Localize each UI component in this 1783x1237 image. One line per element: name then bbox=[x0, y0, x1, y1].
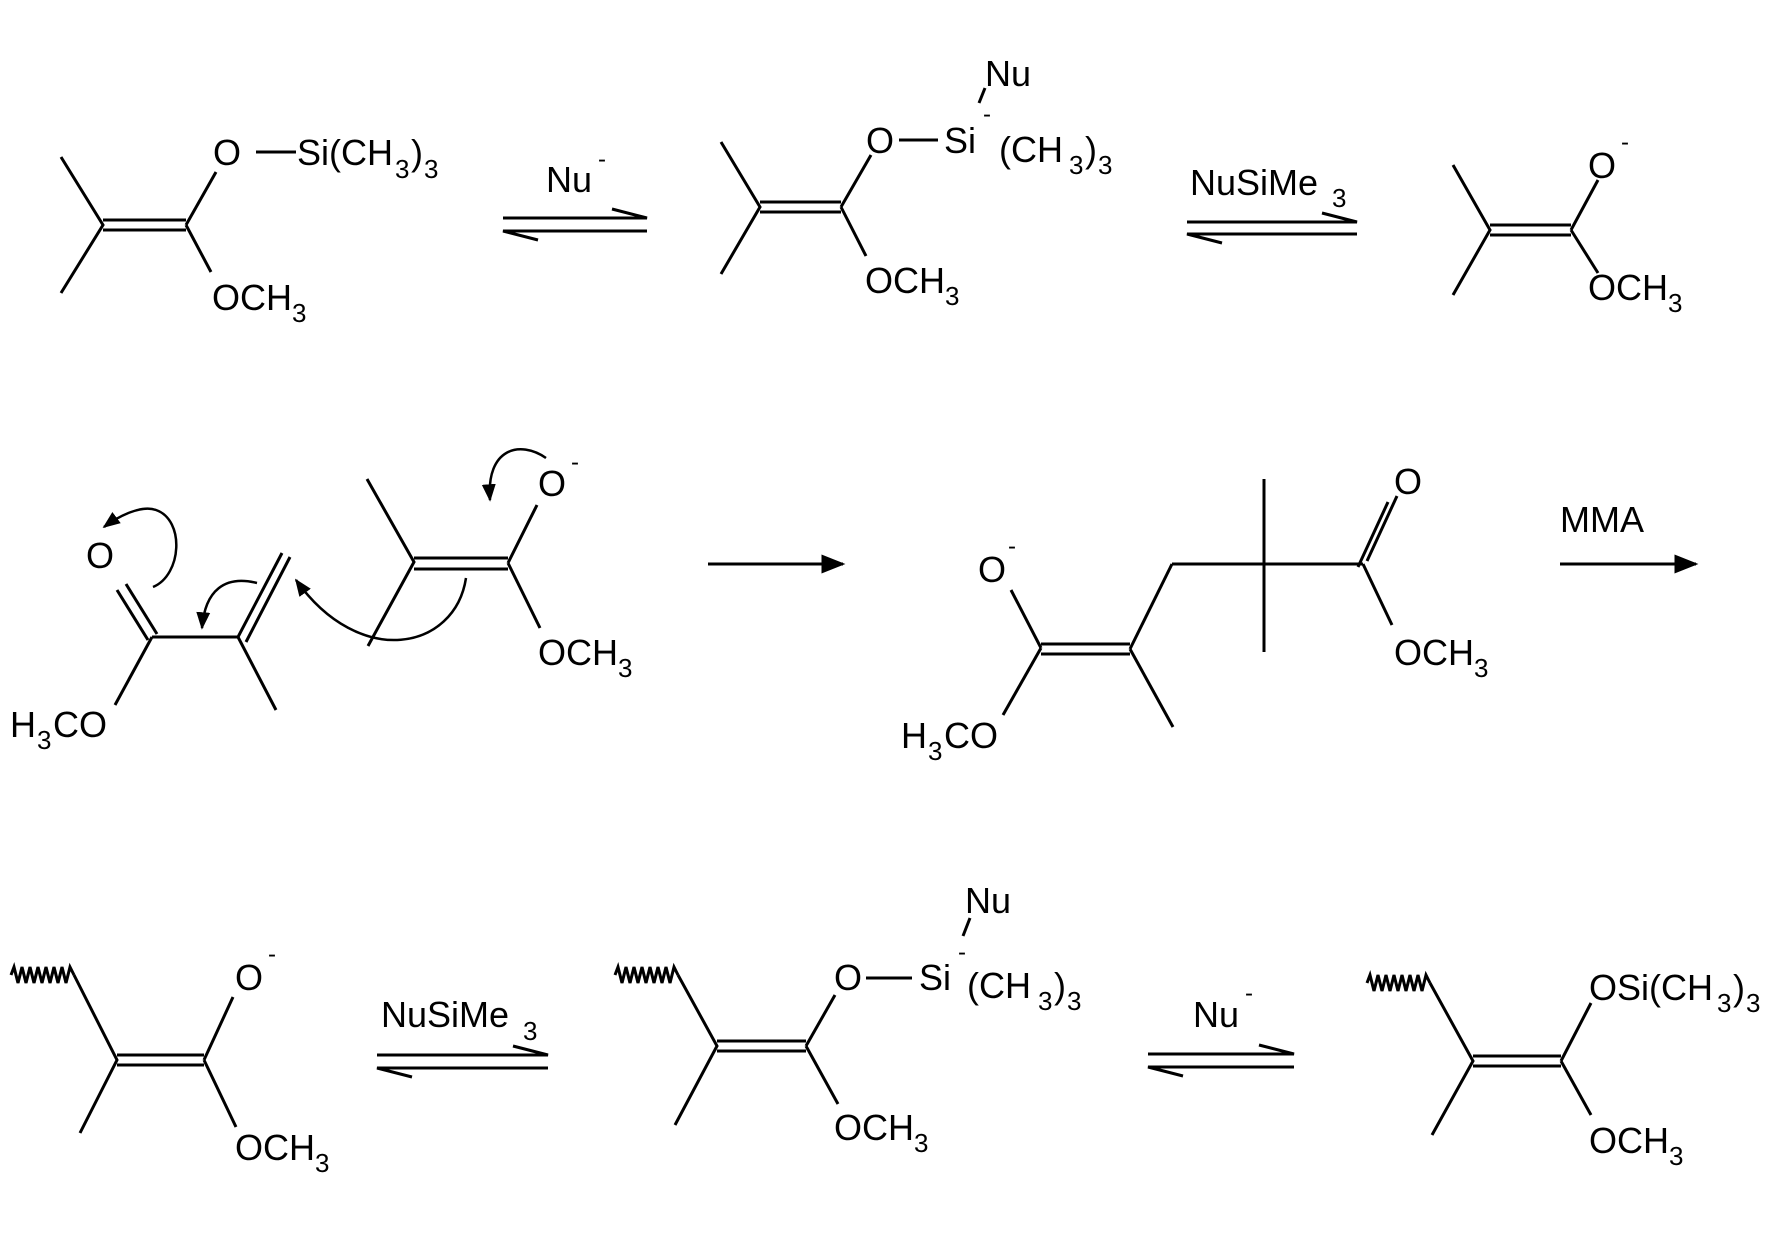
atom-label: O bbox=[213, 132, 241, 173]
atom-label: - bbox=[1245, 980, 1253, 1007]
atom-label: O bbox=[235, 957, 263, 998]
mma-arrow: MMA bbox=[1560, 499, 1699, 574]
atom-label: - bbox=[571, 449, 579, 476]
atom-label: CO bbox=[944, 715, 998, 756]
enolate-nucleophile: O - OCH 3 bbox=[365, 449, 632, 683]
atom-label: (CH bbox=[989, 129, 1063, 170]
atom-label: 3 bbox=[424, 154, 438, 184]
atom-label: MMA bbox=[1560, 499, 1644, 540]
atom-label: Si(CH bbox=[297, 132, 393, 173]
atom-label: H bbox=[901, 715, 927, 756]
atom-label: OCH bbox=[1589, 1120, 1669, 1161]
atom-label: Nu bbox=[1193, 994, 1239, 1035]
atom-label: OSi(CH bbox=[1589, 967, 1713, 1008]
atom-label: - bbox=[598, 146, 606, 173]
atom-label: O bbox=[1394, 461, 1422, 502]
atom-label: 3 bbox=[1069, 150, 1083, 180]
atom-label: NuSiMe bbox=[1190, 162, 1318, 203]
atom-label: OCH bbox=[235, 1127, 315, 1168]
atom-label: - bbox=[268, 941, 276, 968]
atom-label: ) bbox=[1054, 965, 1066, 1006]
atom-label: ) bbox=[1733, 967, 1745, 1008]
atom-label: 3 bbox=[523, 1016, 537, 1046]
atom-label: 3 bbox=[1717, 988, 1731, 1018]
atom-label: - bbox=[1008, 533, 1016, 560]
enolate-1: O - OCH 3 bbox=[1451, 129, 1682, 318]
mma-monomer: O H 3 CO bbox=[10, 535, 292, 755]
atom-label: Nu bbox=[546, 159, 592, 200]
atom-label: 3 bbox=[292, 298, 306, 328]
atom-label: 3 bbox=[1474, 653, 1488, 683]
equilibrium-arrow-nusime3-2: NuSiMe 3 bbox=[376, 994, 549, 1079]
atom-label: 3 bbox=[618, 653, 632, 683]
silyl-ketene-acetal-1: O Si(CH 3 ) 3 OCH 3 bbox=[59, 132, 438, 328]
atom-label: O bbox=[538, 463, 566, 504]
atom-label: OCH bbox=[865, 260, 945, 301]
atom-label: 3 bbox=[1098, 150, 1112, 180]
atom-label: 3 bbox=[945, 281, 959, 311]
atom-label: 3 bbox=[1746, 988, 1760, 1018]
atom-label: 3 bbox=[1332, 183, 1346, 213]
atom-label: - bbox=[1621, 129, 1629, 156]
curly-arrows bbox=[102, 448, 547, 642]
atom-label: Nu bbox=[965, 880, 1011, 921]
atom-label: H bbox=[10, 704, 36, 745]
atom-label: OCH bbox=[212, 277, 292, 318]
atom-label: 3 bbox=[315, 1148, 329, 1178]
atom-label: - bbox=[958, 939, 966, 966]
atom-label: 3 bbox=[1669, 1141, 1683, 1171]
polymer-silicate: Nu O Si - (CH 3 ) 3 OCH 3 bbox=[613, 880, 1081, 1158]
atom-label: 3 bbox=[395, 154, 409, 184]
atom-label: 3 bbox=[928, 736, 942, 766]
dimer-enolate: O O - H 3 CO OCH 3 bbox=[901, 461, 1488, 766]
polymer-silyl-ketene-acetal: OSi(CH 3 ) 3 OCH 3 bbox=[1365, 967, 1760, 1171]
atom-label: O bbox=[866, 120, 894, 161]
equilibrium-arrow-nusime3-1: NuSiMe 3 bbox=[1186, 162, 1358, 245]
atom-label: OCH bbox=[1394, 632, 1474, 673]
atom-label: 3 bbox=[37, 725, 51, 755]
atom-label: O bbox=[1588, 145, 1616, 186]
atom-label: Si bbox=[919, 957, 951, 998]
atom-label: NuSiMe bbox=[381, 994, 509, 1035]
atom-label: 3 bbox=[1038, 986, 1052, 1016]
atom-label: OCH bbox=[1588, 267, 1668, 308]
atom-label: (CH bbox=[967, 965, 1031, 1006]
atom-label: OCH bbox=[834, 1107, 914, 1148]
equilibrium-arrow-nu-1: Nu - bbox=[502, 146, 648, 242]
atom-label: ) bbox=[411, 132, 423, 173]
atom-label: 3 bbox=[1067, 986, 1081, 1016]
atom-label: Nu bbox=[985, 53, 1031, 94]
atom-label: ) bbox=[1085, 129, 1097, 170]
polymer-enolate: O - OCH 3 bbox=[9, 941, 329, 1178]
silicate-intermediate-1: Nu O Si - (CH 3 ) 3 OCH 3 bbox=[719, 53, 1112, 311]
atom-label: OCH bbox=[538, 632, 618, 673]
atom-label: O bbox=[978, 549, 1006, 590]
atom-label: 3 bbox=[1668, 288, 1682, 318]
atom-label: 3 bbox=[914, 1128, 928, 1158]
atom-label: CO bbox=[53, 704, 107, 745]
atom-label: Si bbox=[944, 120, 976, 161]
atom-label: O bbox=[834, 957, 862, 998]
atom-label: - bbox=[983, 101, 991, 128]
equilibrium-arrow-nu-2: Nu - bbox=[1147, 980, 1295, 1078]
atom-label: O bbox=[86, 535, 114, 576]
